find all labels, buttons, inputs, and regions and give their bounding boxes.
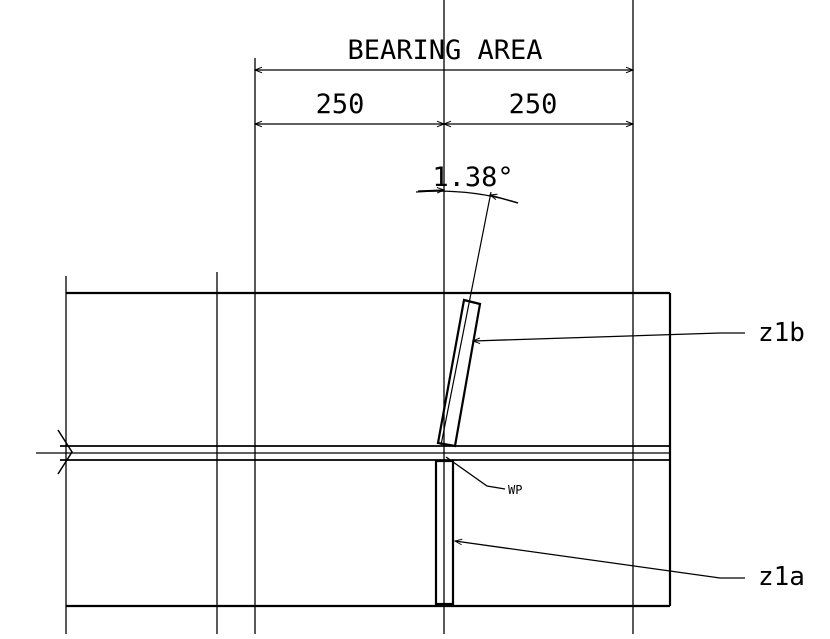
break-symbol (57, 429, 73, 475)
angle-label: 1.38° (432, 162, 513, 193)
angle-extension-line (440, 191, 492, 446)
dimension-left-label: 250 (316, 89, 365, 120)
dimension-right-label: 250 (509, 89, 558, 120)
angle-arrow-left (417, 187, 446, 194)
angle-arrow-right (488, 193, 519, 204)
leader-z1b (471, 332, 745, 345)
stiffener-z1a (434, 459, 455, 606)
label-z1b: z1b (758, 318, 805, 348)
label-z1a: z1a (758, 562, 805, 592)
bearing-area-label: BEARING AREA (347, 35, 542, 66)
label-wp: WP (508, 483, 522, 497)
leader-wp (445, 456, 506, 490)
leader-z1a (453, 538, 745, 579)
stiffener-z1b (436, 298, 482, 448)
